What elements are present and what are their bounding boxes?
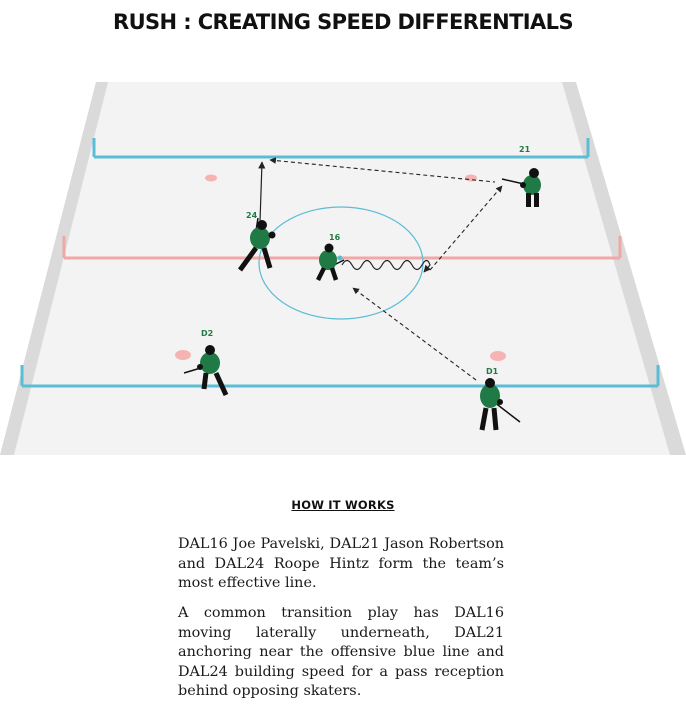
far-blue-line xyxy=(92,138,590,159)
skate-path-24 xyxy=(258,161,266,223)
pass-path-24-to-21 xyxy=(269,157,496,183)
ice-surface xyxy=(0,82,686,455)
pass-path-16-to-21 xyxy=(429,185,503,271)
faceoff-dot xyxy=(205,174,217,182)
rink-diagram: 21 24 16 D2 D1 xyxy=(0,82,686,455)
how-it-works-heading: HOW IT WORKS xyxy=(291,498,395,512)
faceoff-dot xyxy=(490,351,506,361)
right-board xyxy=(562,82,686,455)
player-d1 xyxy=(479,378,521,431)
pass-path-d1-to-16 xyxy=(352,287,477,381)
player-24 xyxy=(237,217,276,272)
near-blue-line xyxy=(20,365,660,388)
player-21 xyxy=(501,168,541,207)
player-16 xyxy=(315,243,345,282)
faceoff-dot xyxy=(175,350,191,360)
player-d2 xyxy=(183,345,229,397)
skate-path-16 xyxy=(341,259,431,273)
center-dot xyxy=(337,255,343,261)
left-board xyxy=(0,82,108,455)
player-label-21: 21 xyxy=(519,145,531,154)
player-label-d2: D2 xyxy=(201,329,213,338)
description-paragraph-1: DAL16 Joe Pavelski, DAL21 Jason Robertso… xyxy=(178,536,504,591)
player-label-16: 16 xyxy=(329,233,341,242)
player-label-d1: D1 xyxy=(486,367,499,376)
page-title: RUSH : CREATING SPEED DIFFERENTIALS xyxy=(113,10,574,34)
description-paragraph-2: A common transition play has DAL16 movin… xyxy=(178,605,504,699)
player-label-24: 24 xyxy=(246,211,258,220)
